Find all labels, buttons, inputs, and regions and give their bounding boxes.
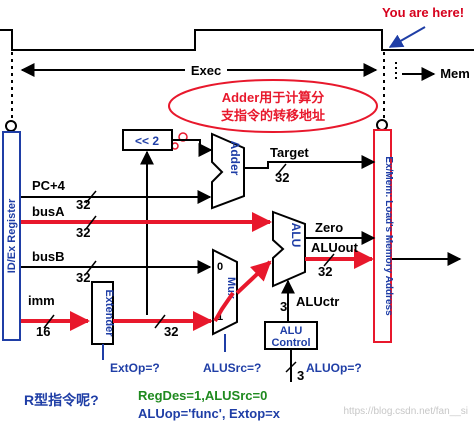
alusrc-mux: 0 1 Mux: [212, 248, 238, 336]
aluout-width-tick: [323, 253, 335, 267]
aluctr-width-label: 3: [280, 299, 287, 314]
adder-unit: Adder: [211, 132, 245, 210]
aluop-width-tick: [285, 361, 297, 373]
imm-width-label: 16: [36, 324, 50, 339]
aluop-label: ALUOp=?: [306, 361, 362, 375]
exec-label: Exec: [191, 63, 221, 78]
idex-register: ID/Ex Register: [2, 120, 21, 341]
aluctr-label: ALUctr: [296, 294, 339, 309]
exmem-register: Ex/Mem: Load's Memory Address: [373, 119, 394, 343]
you-are-here-pointer: [388, 26, 426, 48]
extop-label: ExtOp=?: [110, 361, 160, 375]
pc4-label: PC+4: [32, 178, 66, 193]
busB-width-label: 32: [76, 270, 90, 285]
target-width-label: 32: [275, 170, 289, 185]
aluout-label: ALUout: [311, 240, 359, 255]
target-width-tick: [275, 163, 287, 177]
exmem-register-label: Ex/Mem: Load's Memory Address: [383, 156, 394, 316]
adder-note-line1: Adder用于计算分: [222, 90, 325, 105]
you-are-here-label: You are here!: [382, 5, 464, 20]
mux-to-alu-wire: [235, 260, 272, 295]
extender-width-label: 32: [164, 324, 178, 339]
exec-label-bg: [185, 62, 227, 78]
aluop-width-label: 3: [297, 368, 304, 383]
alu-control-line1: ALU: [280, 325, 303, 337]
adder-label: Adder: [228, 141, 242, 176]
adder-note-line2: 支指令的转移地址: [220, 108, 325, 123]
adder-note-cloud: Adder用于计算分 支指令的转移地址: [168, 79, 378, 150]
you-are-here-box: [376, 2, 471, 24]
extender-width-tick: [154, 314, 166, 329]
mux-selected-path: [213, 291, 235, 323]
clock-waveform: [0, 29, 474, 51]
mux-input1-label: 1: [217, 311, 223, 323]
rtype-answer-line1: RegDes=1,ALUSrc=0: [138, 388, 267, 403]
watermark: https://blog.csdn.net/fan__si: [343, 406, 468, 417]
busA-width-tick: [85, 215, 97, 230]
target-wire: [244, 155, 376, 169]
rtype-question: R型指令呢?: [24, 392, 99, 408]
pc4-width-tick: [85, 190, 97, 204]
alu-control-line2: Control: [271, 337, 310, 349]
pc4-width-label: 32: [76, 197, 90, 212]
alusrc-label: ALUSrc=?: [203, 361, 261, 375]
busA-width-label: 32: [76, 225, 90, 240]
shift-left-label: << 2: [135, 134, 159, 148]
mem-label: Mem: [440, 66, 470, 81]
aluout-width-label: 32: [318, 264, 332, 279]
idex-register-label: ID/Ex Register: [6, 198, 18, 273]
mux-input0-label: 0: [217, 261, 223, 273]
rtype-answer-line2: ALUop='func', Extop=x: [138, 406, 281, 421]
extender-label: Extender: [103, 289, 115, 337]
target-label: Target: [270, 145, 309, 160]
busB-label: busB: [32, 249, 65, 264]
imm-width-tick: [43, 314, 55, 329]
zero-label: Zero: [315, 220, 343, 235]
shift-to-adder-wire: [172, 139, 213, 157]
alu-label: ALU: [289, 223, 303, 248]
busB-width-tick: [85, 260, 97, 275]
alu-unit: ALU: [272, 210, 306, 288]
imm-label: imm: [28, 293, 55, 308]
busA-label: busA: [32, 204, 65, 219]
